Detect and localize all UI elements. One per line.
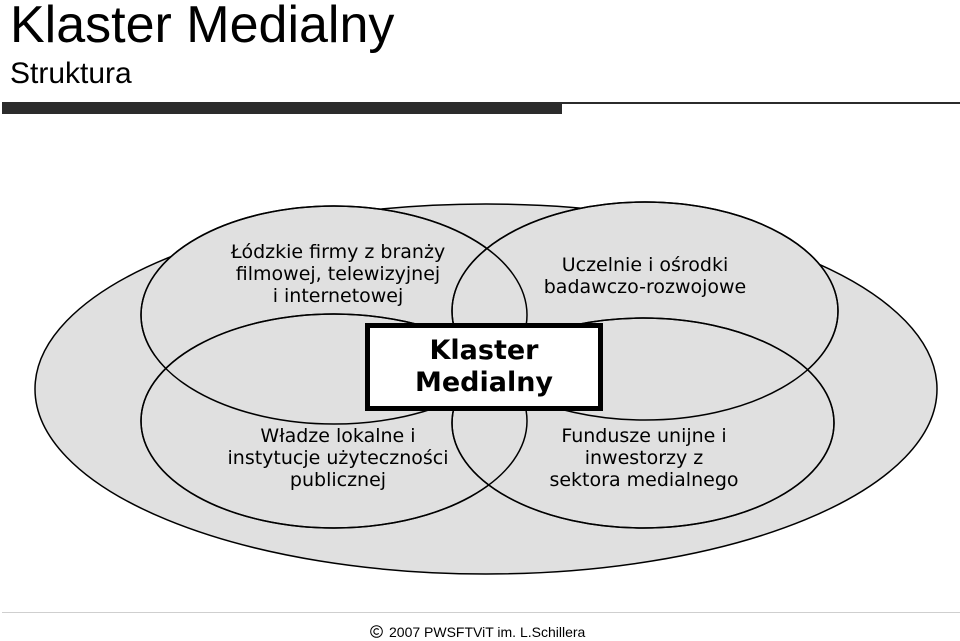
slide-subtitle: Struktura (10, 57, 132, 90)
node-bottom-left-line-3: publicznej (289, 469, 387, 491)
node-bottom-left-line-1: Władze lokalne i (260, 425, 416, 447)
title-rule-thick (2, 102, 562, 114)
outline-bottom-left (140, 313, 528, 529)
title-rule-thin (562, 102, 960, 104)
node-bottom-right-line-2: inwestorzy z (584, 447, 704, 469)
center-label-line-2: Medialny (414, 367, 554, 398)
footer-rule (2, 612, 960, 613)
center-label: Klaster Medialny (415, 335, 553, 399)
outline-top-left (140, 205, 528, 425)
node-bottom-right-line-3: sektora medialnego (549, 469, 739, 491)
node-top-left-line-1: Łódzkie firmy z branży (230, 241, 446, 263)
node-bottom-left: Władze lokalne i instytucje użyteczności… (208, 425, 468, 491)
footer: 2007 PWSFTViT im. L.Schillera (0, 624, 960, 641)
node-bottom-left-line-2: instytucje użyteczności (227, 447, 449, 469)
node-top-right-line-2: badawczo-rozwojowe (543, 276, 747, 298)
footer-text: 2007 PWSFTViT im. L.Schillera (389, 624, 586, 640)
node-top-right: Uczelnie i ośrodki badawczo-rozwojowe (525, 254, 765, 298)
node-bottom-right: Fundusze unijne i inwestorzy z sektora m… (514, 425, 774, 491)
copyright-icon (370, 625, 383, 638)
node-top-left-line-3: i internetowej (272, 285, 404, 307)
node-top-left: Łódzkie firmy z branży filmowej, telewiz… (208, 241, 468, 307)
node-bottom-right-line-1: Fundusze unijne i (561, 425, 727, 447)
node-top-right-line-1: Uczelnie i ośrodki (561, 254, 729, 276)
node-top-left-line-2: filmowej, telewizyjnej (235, 263, 441, 285)
slide-title: Klaster Medialny (10, 0, 395, 54)
center-box: Klaster Medialny (365, 323, 603, 411)
outline-top-right (451, 201, 839, 421)
outline-bottom-right (451, 317, 835, 529)
center-label-line-1: Klaster (429, 335, 539, 366)
